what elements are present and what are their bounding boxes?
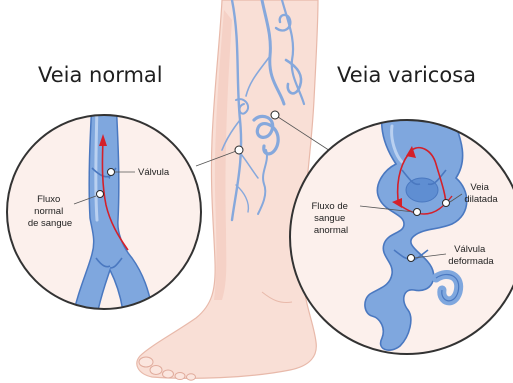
valve-marker <box>108 169 115 176</box>
title-normal-vein: Veia normal <box>38 63 163 87</box>
label-abnormal-flow: Fluxo de sangue anormal <box>311 201 350 236</box>
title-varicose-vein: Veia varicosa <box>337 63 476 87</box>
callout-point-varicose <box>271 111 279 119</box>
label-deformed-valve: Válvula deformada <box>448 244 494 267</box>
deformed-valve-marker <box>408 255 415 262</box>
varicose-vein-magnified: Fluxo de sangue anormal Veia dilatada Vá… <box>290 116 513 354</box>
abnormal-flow-marker <box>414 209 421 216</box>
normal-flow-marker <box>97 191 104 198</box>
normal-vein-magnified: Válvula Fluxo normal de sangue <box>7 100 201 320</box>
callout-point-normal <box>235 146 243 154</box>
dilated-vein-marker <box>443 200 450 207</box>
label-valve: Válvula <box>138 167 170 178</box>
normal-vein-highlight <box>96 105 97 220</box>
